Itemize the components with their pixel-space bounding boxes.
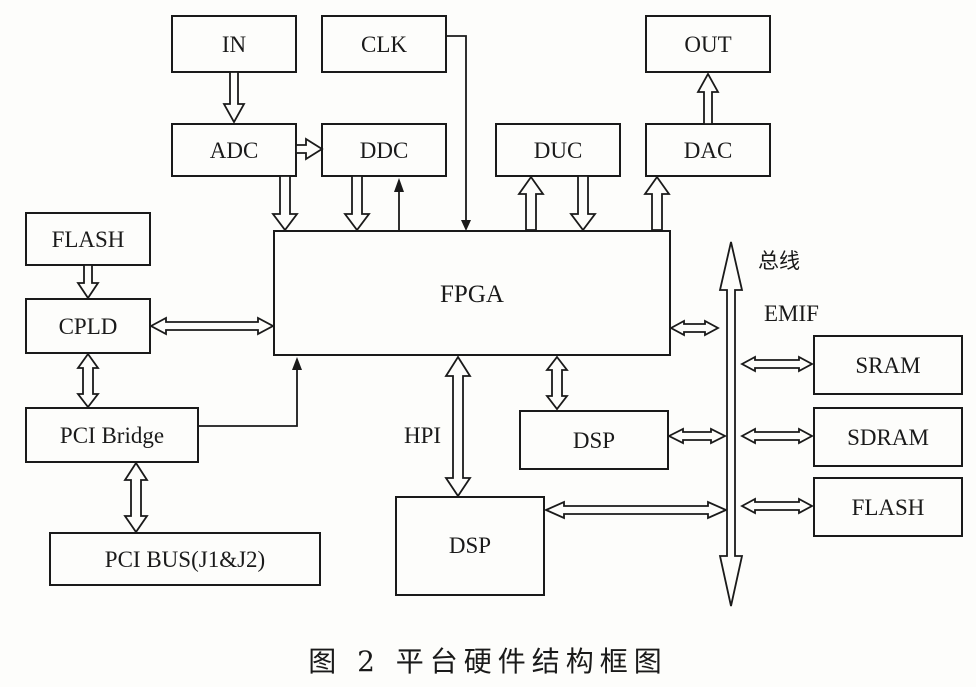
arrow-dspbottom-bus <box>543 500 729 520</box>
block-dsp-right-label: DSP <box>573 428 615 453</box>
block-pci-bus: PCI BUS(J1&J2) <box>49 532 321 586</box>
arrow-bus-flash <box>740 497 814 515</box>
arrow-cpld-fpga <box>149 316 275 336</box>
arrow-fpga-to-dac <box>643 175 671 231</box>
arrow-cpld-pcibridge <box>76 352 100 409</box>
arrow-bus-sram <box>740 355 814 373</box>
block-sdram: SDRAM <box>813 407 963 467</box>
block-ddc: DDC <box>321 123 447 177</box>
block-adc: ADC <box>171 123 297 177</box>
block-in: IN <box>171 15 297 73</box>
arrow-fpga-bus <box>669 319 720 337</box>
arrow-dac-to-out <box>696 72 720 125</box>
block-dac: DAC <box>645 123 771 177</box>
block-dsp-bottom-label: DSP <box>449 533 491 558</box>
arrow-in-to-adc <box>222 71 246 124</box>
block-out-label: OUT <box>684 32 731 57</box>
block-cpld-label: CPLD <box>59 314 118 339</box>
hpi-label: HPI <box>404 423 441 448</box>
block-fpga-label: FPGA <box>440 281 504 308</box>
arrow-flash-to-cpld <box>76 264 100 300</box>
arrow-adc-to-fpga <box>271 175 299 232</box>
block-cpld: CPLD <box>25 298 151 354</box>
arrow-duc-to-fpga <box>569 175 597 232</box>
arrow-fpga-to-duc <box>517 175 545 231</box>
arrow-adc-to-ddc <box>295 137 324 161</box>
arrow-fpga-dsp-right <box>545 355 569 411</box>
block-flash-right: FLASH <box>813 477 963 537</box>
figure-caption: 图 2 平台硬件结构框图 <box>308 645 668 678</box>
block-pci-bridge-label: PCI Bridge <box>60 423 164 448</box>
block-ddc-label: DDC <box>360 138 409 163</box>
block-in-label: IN <box>222 32 247 57</box>
line-clk-to-fpga <box>446 35 467 222</box>
block-clk-label: CLK <box>361 32 407 57</box>
emif-label: EMIF <box>764 301 819 326</box>
block-flash-top-label: FLASH <box>52 227 125 252</box>
arrow-ddc-to-fpga <box>343 175 371 232</box>
bus-label: 总线 <box>758 249 800 273</box>
block-sdram-label: SDRAM <box>847 425 929 450</box>
block-dac-label: DAC <box>684 138 733 163</box>
block-duc-label: DUC <box>534 138 583 163</box>
arrow-bus-sdram <box>740 427 814 445</box>
block-sram-label: SRAM <box>855 353 920 378</box>
block-pci-bridge: PCI Bridge <box>25 407 199 463</box>
emif-bus-arrow <box>718 241 744 607</box>
block-flash-top: FLASH <box>25 212 151 266</box>
block-dsp-right: DSP <box>519 410 669 470</box>
line-fpga-to-ddc-head <box>394 178 404 192</box>
line-pcibridge-to-fpga-head <box>292 357 302 370</box>
arrow-dspright-bus <box>666 427 728 445</box>
arrow-fpga-dsp-hpi <box>444 355 472 498</box>
block-fpga: FPGA <box>273 230 671 356</box>
block-flash-right-label: FLASH <box>852 495 925 520</box>
block-out: OUT <box>645 15 771 73</box>
block-adc-label: ADC <box>210 138 259 163</box>
arrow-pcibridge-pcibus <box>123 461 149 534</box>
line-clk-to-fpga-head <box>461 220 471 231</box>
block-pci-bus-label: PCI BUS(J1&J2) <box>105 547 265 572</box>
block-sram: SRAM <box>813 335 963 395</box>
block-clk: CLK <box>321 15 447 73</box>
block-diagram: IN CLK OUT ADC DDC DUC DAC FPGA FLASH CP… <box>25 15 963 607</box>
block-duc: DUC <box>495 123 621 177</box>
block-dsp-bottom: DSP <box>395 496 545 596</box>
line-pcibridge-to-fpga <box>198 368 298 427</box>
